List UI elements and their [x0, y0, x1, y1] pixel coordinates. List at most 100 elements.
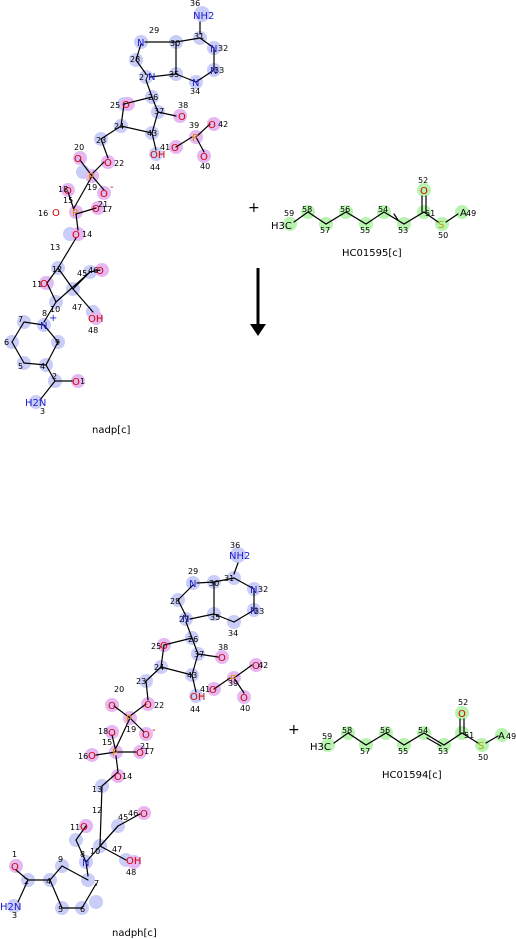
svg-text:P: P — [88, 172, 94, 183]
svg-text:OH: OH — [190, 692, 205, 703]
svg-text:10: 10 — [90, 847, 100, 856]
hc01594-caption: HC01594[c] — [382, 770, 442, 781]
svg-text:59: 59 — [284, 209, 294, 218]
svg-text:57: 57 — [360, 747, 370, 756]
svg-text:40: 40 — [240, 704, 250, 713]
svg-text:O: O — [104, 158, 112, 169]
svg-text:OH: OH — [126, 856, 141, 867]
svg-text:21: 21 — [140, 742, 150, 751]
svg-text:23: 23 — [136, 677, 146, 686]
svg-text:9: 9 — [58, 855, 63, 864]
svg-text:P: P — [230, 674, 236, 685]
svg-text:45: 45 — [118, 813, 128, 822]
svg-text:O: O — [140, 809, 148, 820]
svg-text:47: 47 — [112, 845, 122, 854]
svg-text:O: O — [160, 641, 168, 652]
svg-text:9: 9 — [55, 338, 60, 347]
svg-text:40: 40 — [200, 162, 210, 171]
nadph-amine-label: NH2 — [229, 551, 250, 562]
svg-text:51: 51 — [425, 209, 435, 218]
svg-text:32: 32 — [258, 585, 268, 594]
svg-text:19: 19 — [126, 725, 136, 734]
svg-text:27: 27 — [139, 73, 149, 82]
molecule-nadph: NH2 N N N N O O O P O O OH O P O O O P O… — [0, 541, 268, 939]
svg-text:38: 38 — [218, 643, 228, 652]
svg-text:34: 34 — [190, 87, 200, 96]
plus-sign-bottom: + — [288, 722, 300, 738]
svg-text:42: 42 — [218, 120, 228, 129]
svg-text:28: 28 — [170, 597, 180, 606]
svg-text:28: 28 — [130, 55, 140, 64]
svg-text:31: 31 — [224, 574, 234, 583]
svg-text:O: O — [11, 862, 19, 873]
nadp-charge: + — [49, 313, 57, 324]
svg-text:33: 33 — [254, 607, 264, 616]
svg-text:O: O — [40, 279, 48, 290]
svg-text:7: 7 — [18, 315, 23, 324]
svg-text:17: 17 — [144, 747, 154, 756]
svg-text:49: 49 — [466, 209, 476, 218]
svg-text:51: 51 — [464, 731, 474, 740]
svg-text:23: 23 — [96, 136, 106, 145]
svg-text:N: N — [250, 585, 257, 596]
svg-text:O: O — [209, 685, 217, 696]
svg-text:52: 52 — [458, 698, 468, 707]
svg-text:O: O — [171, 143, 179, 154]
svg-text:O: O — [100, 189, 108, 200]
svg-text:29: 29 — [149, 26, 159, 35]
svg-text:26: 26 — [148, 93, 158, 102]
svg-text:44: 44 — [190, 705, 200, 714]
svg-text:53: 53 — [398, 226, 408, 235]
molecule-nadp: NH2 N N N N N O O O P O O OH O P O O O P… — [4, 0, 228, 436]
molecule-hc01594: O H3C S A 52 59 58 56 54 57 55 53 51 49 … — [310, 698, 516, 781]
svg-text:58: 58 — [342, 726, 352, 735]
nadp-atom-numbers: 36 29 30 31 32 28 33 27 35 34 26 25 38 3… — [4, 0, 228, 416]
svg-text:44: 44 — [150, 163, 160, 172]
nadph-caption: nadph[c] — [112, 928, 157, 939]
svg-text:O: O — [114, 772, 122, 783]
svg-text:O: O — [88, 751, 96, 762]
svg-text:8: 8 — [42, 309, 47, 318]
hc01595-bonds — [293, 195, 459, 225]
svg-text:39: 39 — [189, 121, 199, 130]
svg-text:47: 47 — [72, 303, 82, 312]
svg-text:53: 53 — [438, 747, 448, 756]
svg-text:14: 14 — [82, 230, 92, 239]
svg-text:35: 35 — [169, 70, 179, 79]
svg-text:59: 59 — [322, 732, 332, 741]
svg-text:O: O — [136, 748, 144, 759]
svg-text:O: O — [252, 661, 260, 672]
svg-text:O: O — [64, 186, 72, 197]
svg-text:O: O — [96, 266, 104, 277]
svg-text:57: 57 — [320, 226, 330, 235]
svg-text:35: 35 — [210, 613, 220, 622]
nadph-atom-labels: NH2 N N N N O O O P O O OH O P O O O P O… — [0, 551, 260, 913]
svg-text:36: 36 — [190, 0, 200, 8]
svg-text:N: N — [40, 321, 47, 332]
svg-text:13: 13 — [92, 785, 102, 794]
svg-text:4: 4 — [40, 362, 45, 371]
nadp-amide-label: H2N — [25, 398, 46, 409]
svg-text:5: 5 — [18, 362, 23, 371]
nadph-minus: - — [152, 725, 156, 736]
svg-text:2: 2 — [52, 372, 57, 381]
svg-text:24: 24 — [154, 663, 164, 672]
svg-text:P: P — [126, 714, 132, 725]
nadp-halos — [5, 6, 221, 409]
svg-text:11: 11 — [70, 823, 80, 832]
svg-text:56: 56 — [380, 726, 390, 735]
hc01594-acp: A — [498, 731, 505, 742]
hc01594-atom-numbers: 52 59 58 56 54 57 55 53 51 49 50 — [322, 698, 516, 762]
nadph-bonds — [15, 562, 255, 909]
svg-text:S: S — [438, 220, 444, 231]
svg-text:15: 15 — [102, 738, 112, 747]
svg-text:N: N — [192, 78, 199, 89]
svg-text:O: O — [72, 377, 80, 388]
svg-text:24: 24 — [114, 122, 124, 131]
svg-text:O: O — [52, 208, 60, 219]
svg-text:17: 17 — [102, 205, 112, 214]
svg-text:3: 3 — [40, 407, 45, 416]
svg-text:O: O — [240, 693, 248, 704]
svg-text:46: 46 — [88, 266, 98, 275]
svg-text:O: O — [122, 100, 130, 111]
